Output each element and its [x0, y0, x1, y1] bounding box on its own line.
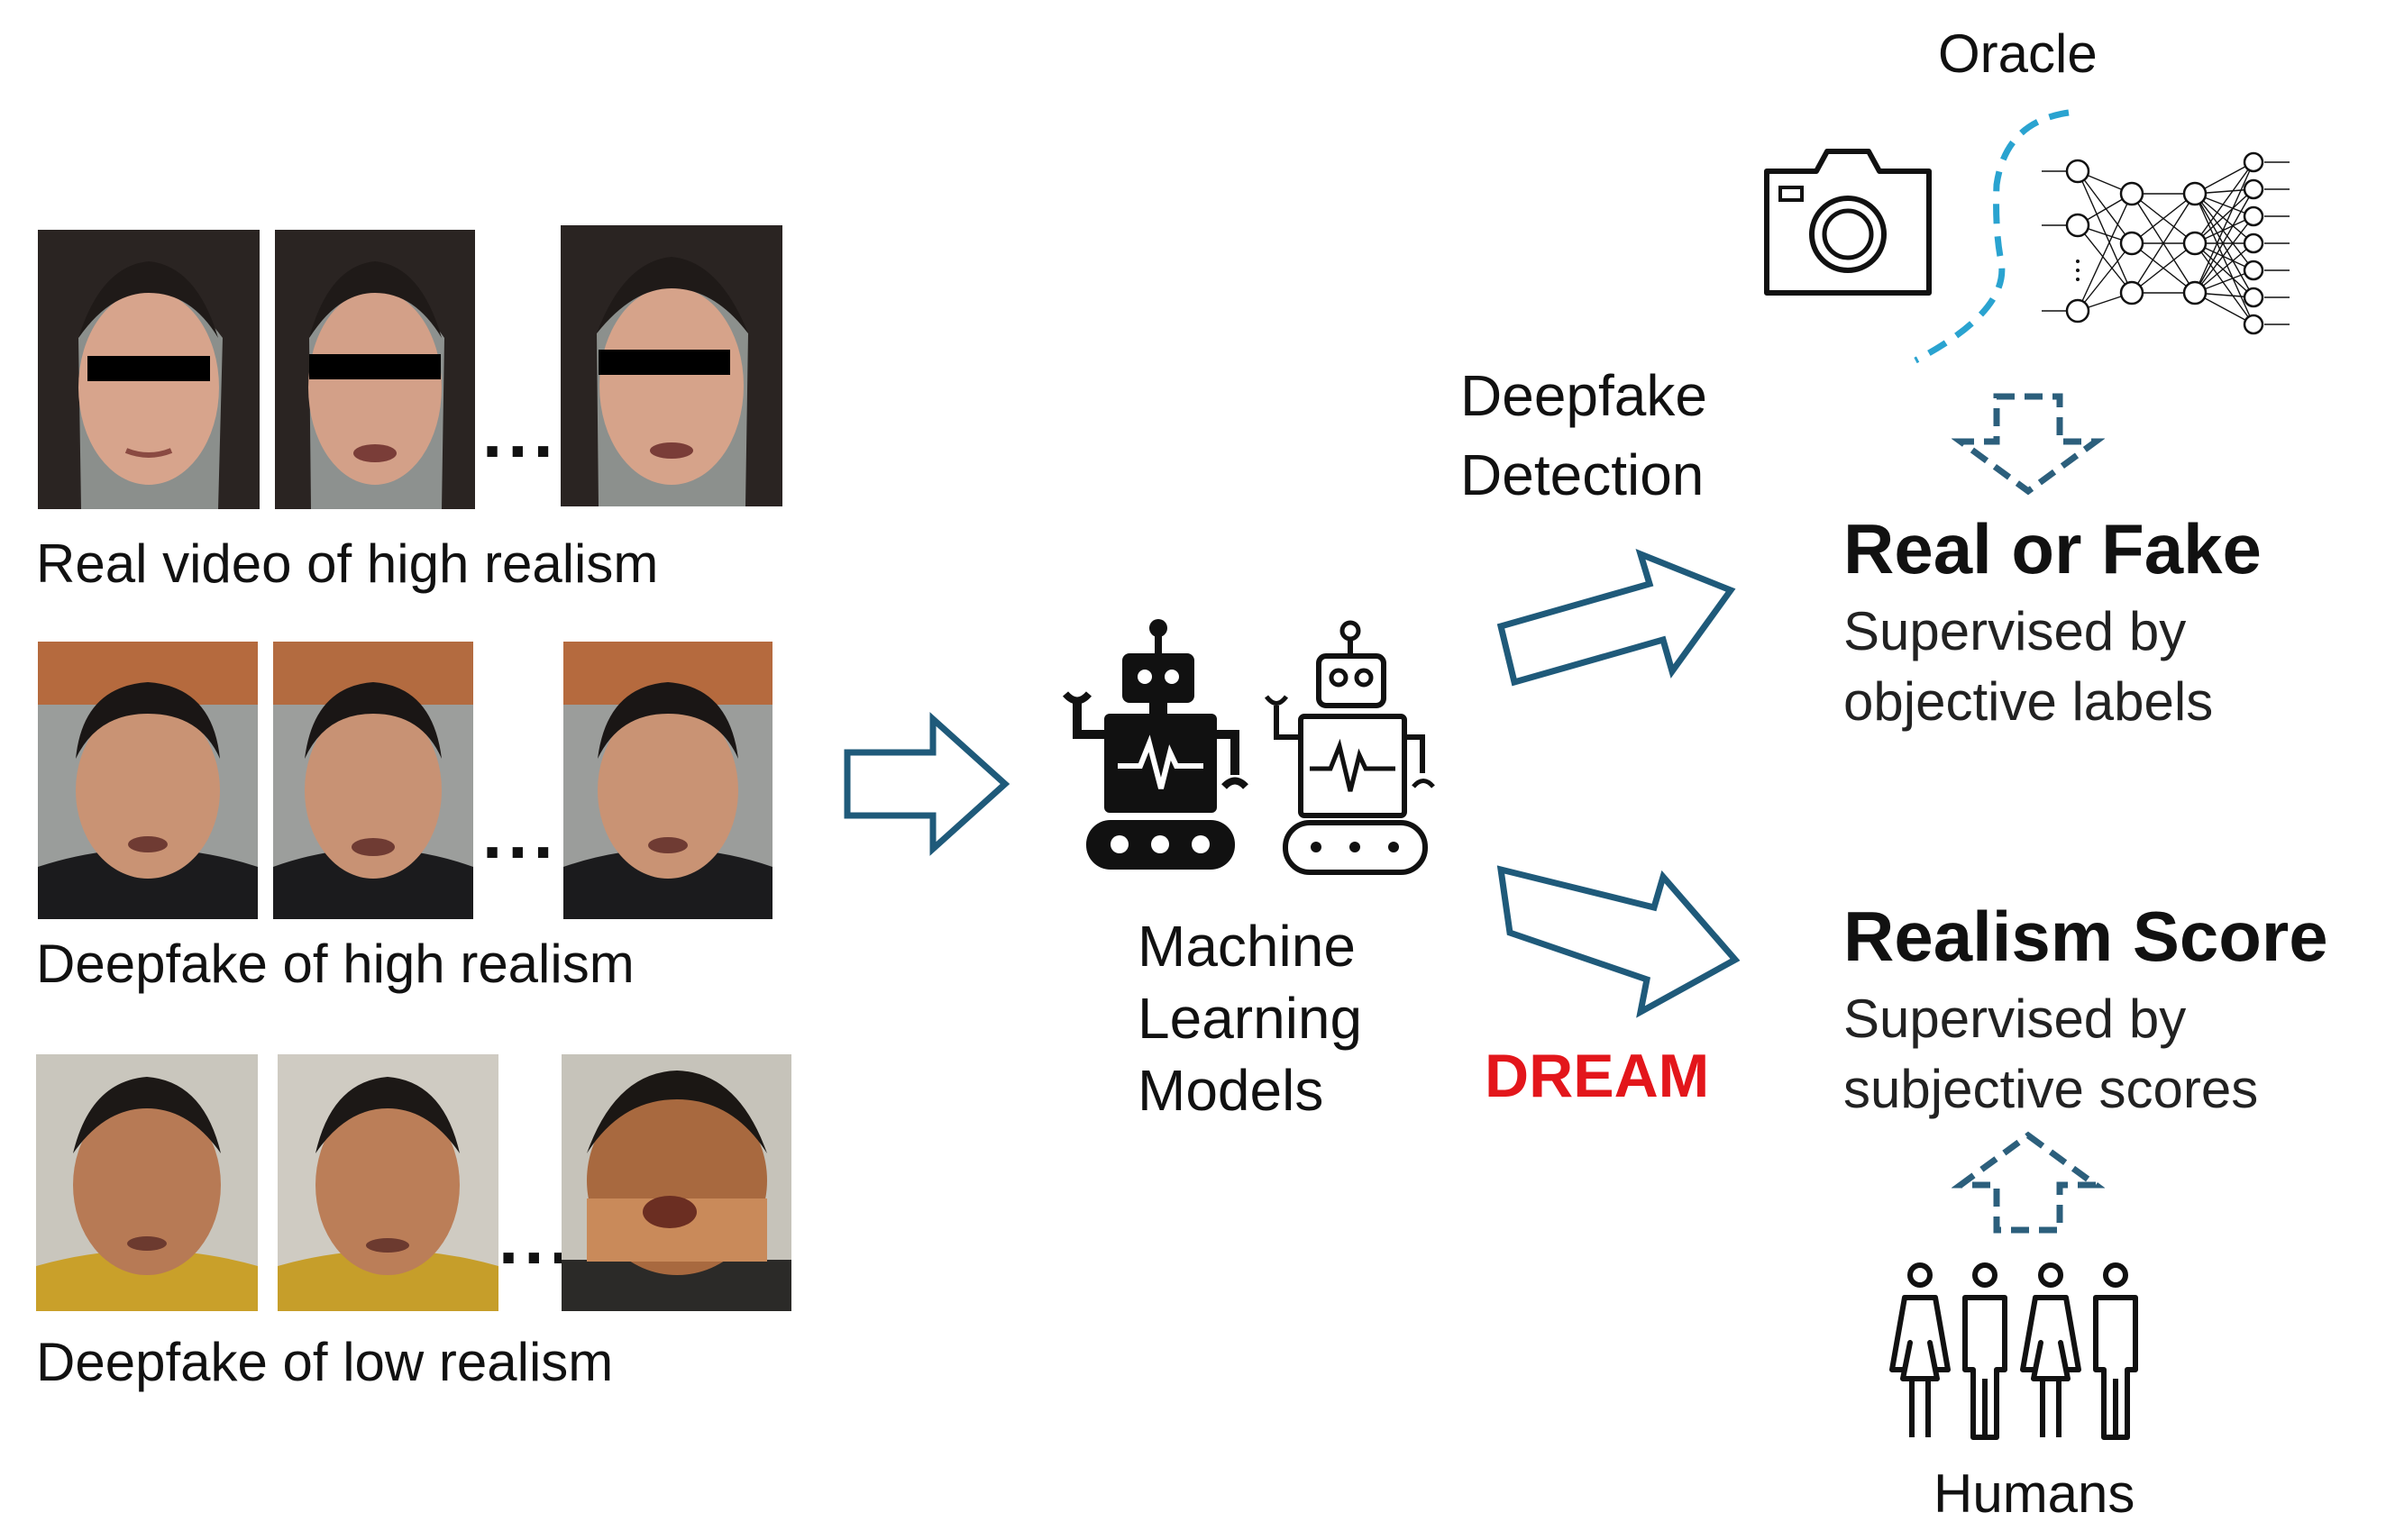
camera-icon — [1764, 149, 1932, 296]
robot-outline-icon — [1264, 620, 1435, 875]
realism-score-desc: Supervised by subjective scores — [1843, 984, 2258, 1125]
fake-high-frame-1 — [38, 642, 258, 919]
real-video-frame-3 — [561, 225, 782, 506]
fake-high-frame-3 — [563, 642, 772, 919]
real-video-frame-2 — [275, 230, 475, 509]
fake-high-caption: Deepfake of high realism — [36, 934, 635, 994]
oracle-label: Oracle — [1938, 23, 2098, 84]
dream-label: DREAM — [1485, 1042, 1710, 1110]
fake-low-ellipsis: ... — [498, 1198, 575, 1279]
real-video-ellipsis: ... — [482, 392, 559, 472]
fake-low-frame-1 — [36, 1054, 258, 1311]
fake-low-frame-3 — [562, 1054, 791, 1311]
deepfake-detection-line1: Deepfake — [1460, 363, 1707, 428]
real-or-fake-desc-line2: objective labels — [1843, 671, 2214, 732]
fake-high-ellipsis: ... — [482, 793, 559, 873]
real-video-caption: Real video of high realism — [36, 533, 659, 594]
oracle-down-arrow-icon — [1952, 393, 2105, 496]
fake-low-frame-2 — [278, 1054, 498, 1311]
deepfake-detection-line2: Detection — [1460, 442, 1705, 508]
realism-score-title: Realism Score — [1843, 897, 2328, 976]
real-or-fake-title: Real or Fake — [1843, 509, 2262, 588]
fake-low-caption: Deepfake of low realism — [36, 1332, 614, 1392]
detection-arrow-icon — [1496, 549, 1736, 687]
people-icon — [1889, 1262, 2138, 1440]
robot-icon — [1062, 619, 1248, 870]
models-label-line3: Models — [1138, 1058, 1324, 1123]
real-or-fake-desc-line1: Supervised by — [1843, 601, 2187, 661]
realism-score-desc-line2: subjective scores — [1843, 1059, 2259, 1119]
deepfake-detection-label: Deepfake Detection — [1460, 356, 1707, 515]
dream-arrow-icon — [1496, 865, 1741, 1018]
models-label-line1: Machine — [1138, 914, 1356, 979]
realism-score-desc-line1: Supervised by — [1843, 989, 2187, 1049]
input-arrow-icon — [844, 712, 1010, 856]
neural-network-icon — [2042, 151, 2290, 335]
models-label-line2: Learning — [1138, 986, 1363, 1051]
real-video-frame-1 — [38, 230, 260, 509]
real-or-fake-desc: Supervised by objective labels — [1843, 597, 2213, 737]
fake-high-frame-2 — [273, 642, 473, 919]
humans-up-arrow-icon — [1952, 1131, 2105, 1234]
models-label: Machine Learning Models — [1138, 910, 1362, 1126]
humans-label: Humans — [1933, 1463, 2135, 1524]
